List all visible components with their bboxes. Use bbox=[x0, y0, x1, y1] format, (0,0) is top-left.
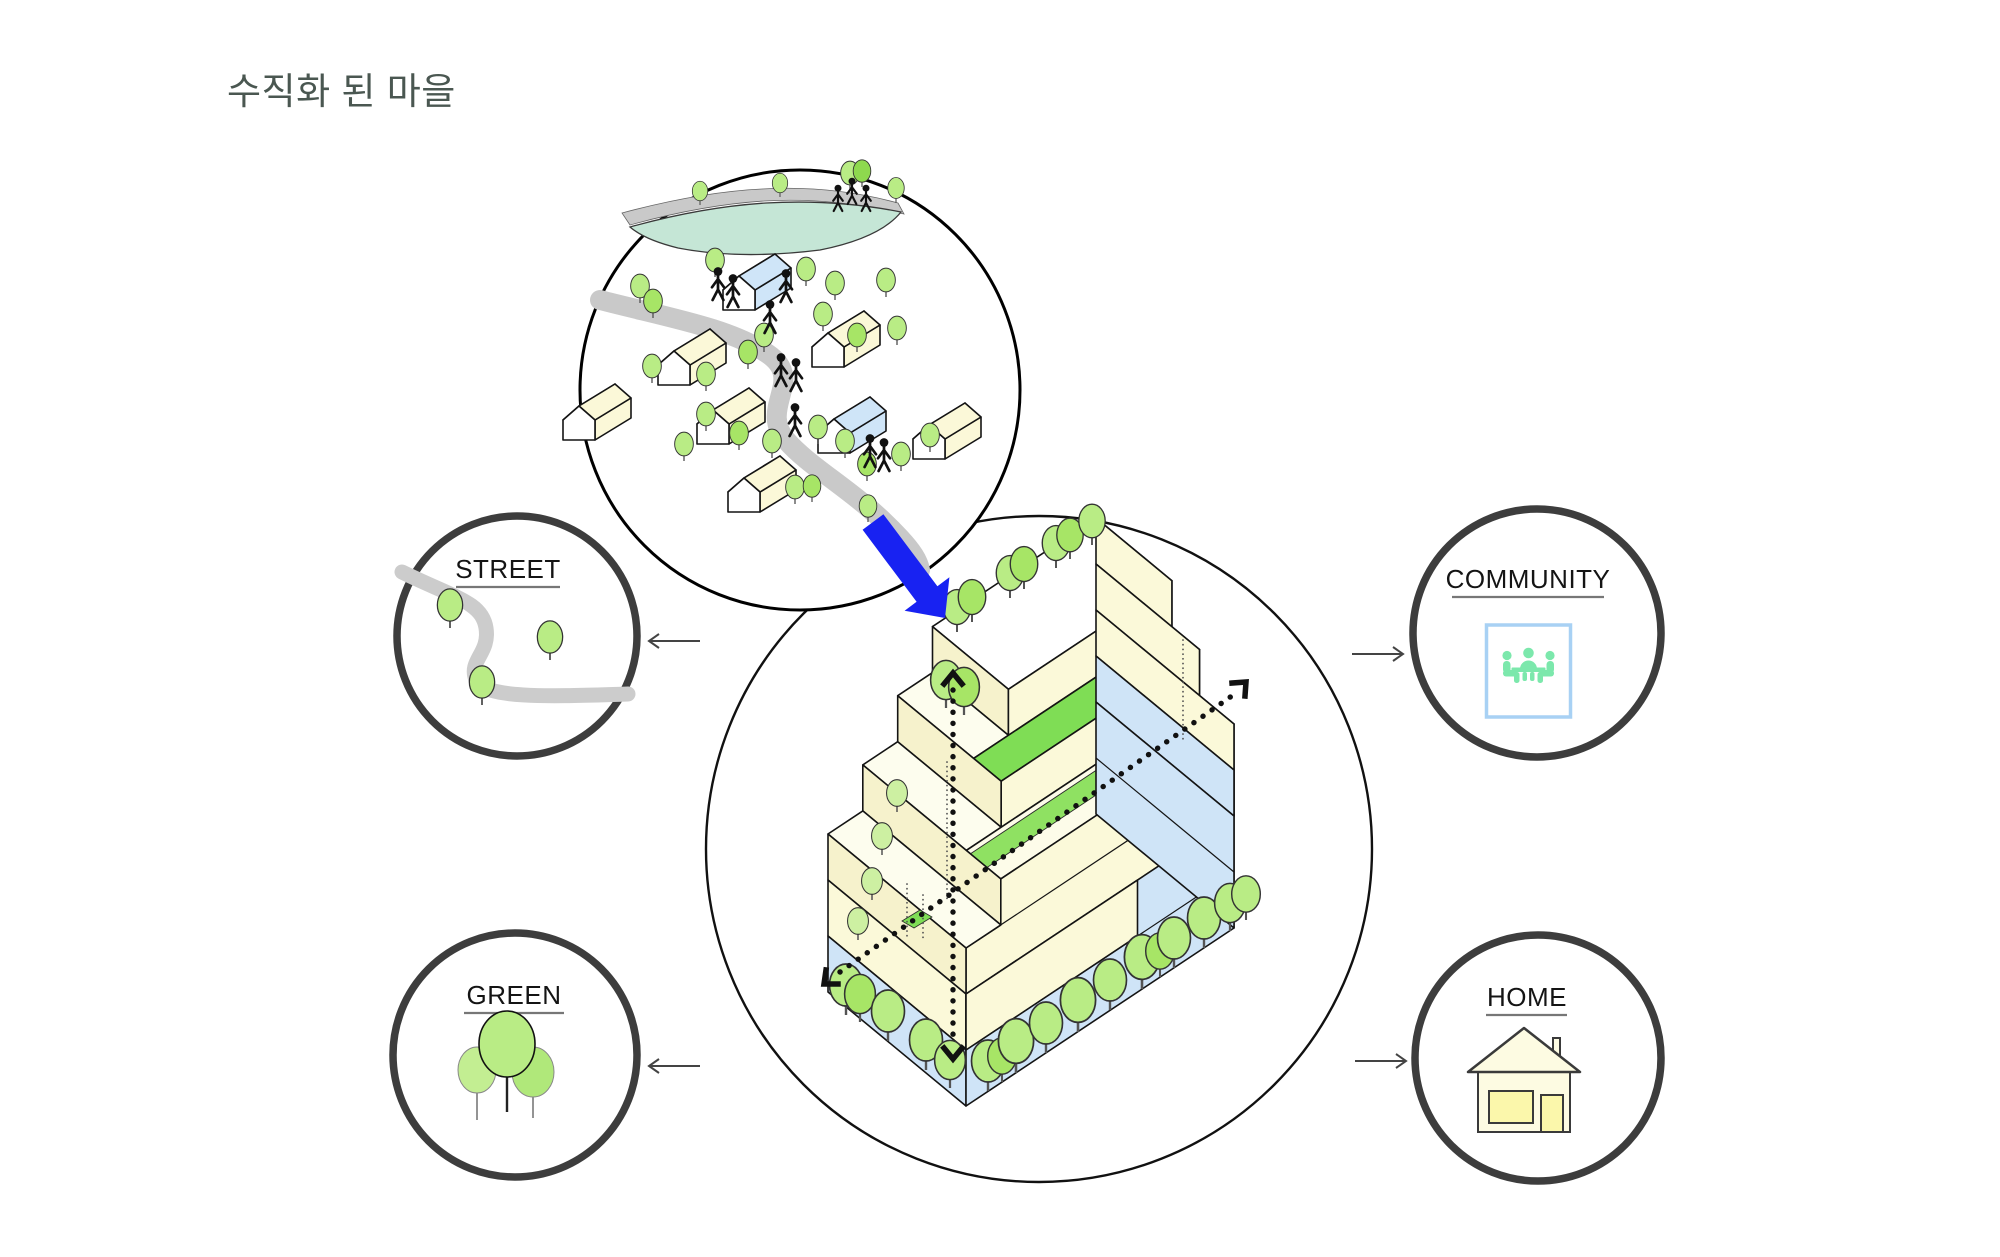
home-house-icon bbox=[1466, 1026, 1582, 1133]
page-title: 수직화 된 마을 bbox=[227, 71, 456, 112]
community-circle-group: COMMUNITY bbox=[1409, 505, 1665, 761]
green-wedge bbox=[901, 909, 933, 929]
green-label: GREEN bbox=[467, 980, 562, 1010]
green-trees-icon bbox=[457, 1010, 555, 1120]
connector-arrows bbox=[647, 633, 1408, 1074]
home-circle-group: HOME bbox=[1411, 931, 1665, 1185]
home-label: HOME bbox=[1487, 982, 1567, 1012]
vertical-village-circle-group bbox=[704, 503, 1374, 1184]
street-label: STREET bbox=[455, 554, 561, 584]
community-meeting-icon bbox=[1484, 623, 1573, 719]
section-dash-lines bbox=[906, 639, 1184, 942]
chevron-down-icon bbox=[940, 1044, 966, 1064]
arrow-to-community-icon bbox=[1352, 646, 1405, 662]
circulation-axes bbox=[820, 668, 1249, 1064]
chevron-up-icon bbox=[940, 668, 966, 688]
house-icon-cream bbox=[562, 383, 632, 441]
village-circle-group bbox=[562, 159, 1022, 612]
community-label: COMMUNITY bbox=[1446, 564, 1611, 594]
dotted-diagonal-axis bbox=[837, 690, 1239, 975]
green-circle-group: GREEN bbox=[389, 929, 641, 1181]
pond bbox=[628, 201, 903, 256]
window-icon bbox=[1488, 1090, 1534, 1124]
big-blue-arrow-icon bbox=[862, 514, 950, 618]
pond-path bbox=[621, 187, 905, 226]
chevron-down-left-icon bbox=[820, 966, 841, 987]
door-icon bbox=[1540, 1094, 1564, 1133]
house-icon-cream bbox=[727, 455, 797, 513]
chevron-up-right-icon bbox=[1229, 679, 1249, 699]
arrow-to-street-icon bbox=[647, 633, 700, 649]
arrow-to-green-icon bbox=[647, 1058, 700, 1074]
street-circle-group: STREET bbox=[393, 512, 641, 760]
end-floor-line bbox=[1095, 757, 1235, 873]
street-circle bbox=[393, 512, 641, 760]
arrow-to-home-icon bbox=[1355, 1053, 1408, 1069]
